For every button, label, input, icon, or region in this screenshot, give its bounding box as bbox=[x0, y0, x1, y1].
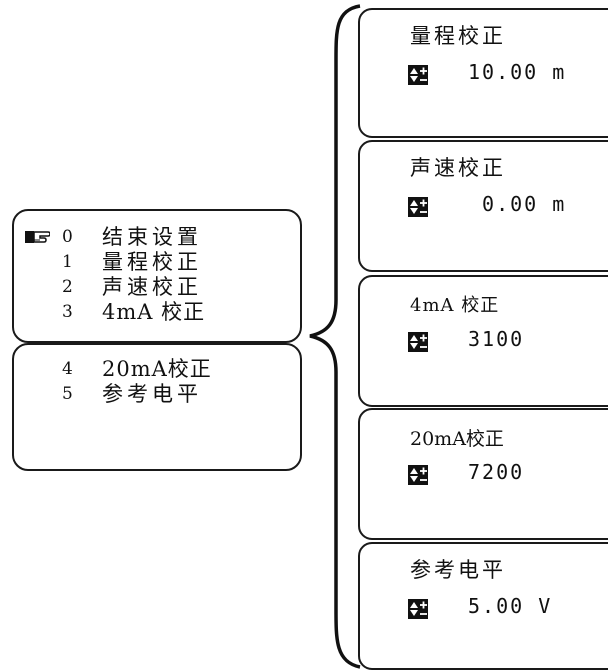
screen-sound-speed-calibration: 声速校正 0.00 m bbox=[358, 140, 608, 272]
menu-item-reference-level[interactable]: 5 参考电平 bbox=[14, 382, 300, 406]
screen-value: 0.00 m bbox=[468, 192, 567, 216]
menu-page-2: 4 20mA校正 5 参考电平 bbox=[12, 343, 302, 471]
menu-item-label: 量程校正 bbox=[102, 250, 202, 274]
menu-item-label: 20mA校正 bbox=[102, 357, 212, 381]
screen-value: 7200 bbox=[468, 460, 525, 484]
menu-item-number: 1 bbox=[62, 252, 73, 272]
menu-item-end-setup[interactable]: 0 结束设置 bbox=[14, 225, 300, 249]
screen-reference-level: 参考电平 5.00 V bbox=[358, 542, 608, 670]
plus-minus-adjust-icon bbox=[408, 599, 428, 619]
menu-item-number: 4 bbox=[62, 359, 73, 379]
menu-item-sound-speed-calibration[interactable]: 2 声速校正 bbox=[14, 275, 300, 299]
screen-value: 10.00 m bbox=[468, 60, 567, 84]
plus-minus-adjust-icon bbox=[408, 197, 428, 217]
screen-title: 参考电平 bbox=[410, 558, 506, 582]
menu-page-1: 0 结束设置 1 量程校正 2 声速校正 3 4mA 校正 bbox=[12, 209, 302, 343]
screen-value: 5.00 V bbox=[468, 594, 553, 618]
screen-range-calibration: 量程校正 10.00 m bbox=[358, 8, 608, 138]
menu-item-20ma-calibration[interactable]: 4 20mA校正 bbox=[14, 357, 300, 381]
plus-minus-adjust-icon bbox=[408, 65, 428, 85]
plus-minus-adjust-icon bbox=[408, 332, 428, 352]
screen-4ma-calibration: 4mA 校正 3100 bbox=[358, 275, 608, 407]
menu-item-number: 3 bbox=[62, 302, 73, 322]
curly-brace bbox=[309, 4, 361, 669]
menu-item-label: 声速校正 bbox=[102, 275, 202, 299]
menu-item-label: 结束设置 bbox=[102, 225, 202, 249]
screen-20ma-calibration: 20mA校正 7200 bbox=[358, 408, 608, 540]
menu-item-label: 4mA 校正 bbox=[102, 300, 206, 324]
screen-value: 3100 bbox=[468, 327, 525, 351]
screen-title: 声速校正 bbox=[410, 156, 506, 180]
menu-item-label: 参考电平 bbox=[102, 382, 202, 406]
screen-title: 4mA 校正 bbox=[410, 295, 500, 316]
menu-item-range-calibration[interactable]: 1 量程校正 bbox=[14, 250, 300, 274]
menu-item-4ma-calibration[interactable]: 3 4mA 校正 bbox=[14, 300, 300, 324]
screen-title: 量程校正 bbox=[410, 24, 506, 48]
menu-item-number: 2 bbox=[62, 277, 73, 297]
screen-title: 20mA校正 bbox=[410, 428, 504, 450]
plus-minus-adjust-icon bbox=[408, 465, 428, 485]
pointing-hand-icon bbox=[25, 231, 50, 243]
menu-item-number: 0 bbox=[62, 227, 73, 247]
menu-item-number: 5 bbox=[62, 384, 73, 404]
